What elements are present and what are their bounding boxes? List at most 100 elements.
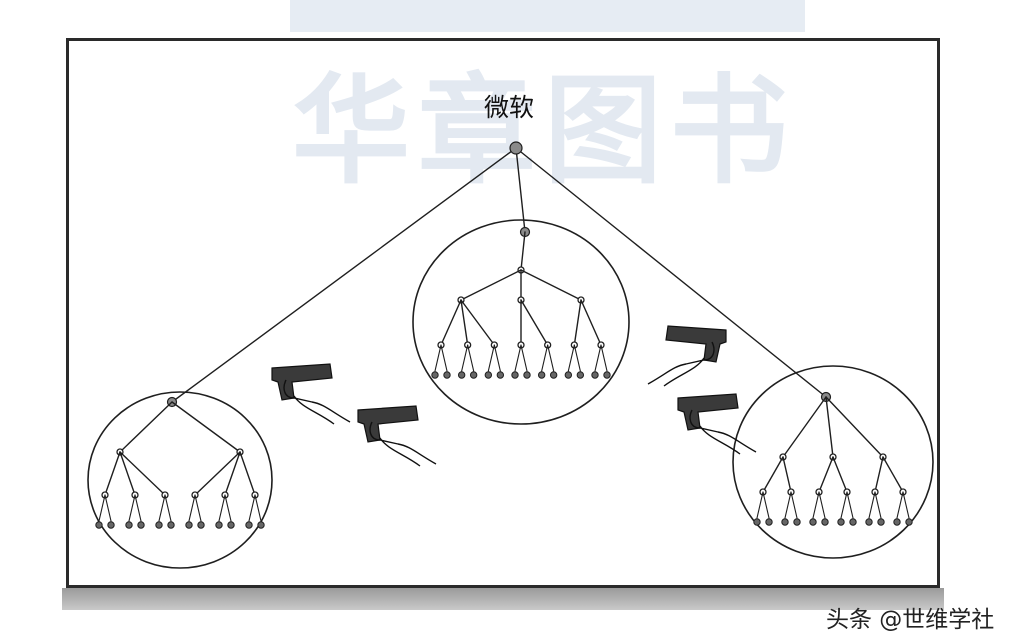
leaf-member-left	[227, 521, 235, 529]
leaf-member-right	[793, 518, 801, 526]
leaf-member-center	[523, 371, 531, 379]
tree-link-right	[832, 456, 848, 493]
leaf-link-right	[762, 491, 770, 519]
leaf-link-left	[134, 494, 142, 522]
tree-link-left	[194, 451, 241, 496]
tree-link-center	[520, 269, 582, 301]
leaf-member-right	[781, 518, 789, 526]
leaf-link-right	[818, 491, 826, 519]
tree-link-left	[224, 451, 241, 496]
leaf-member-center	[443, 371, 451, 379]
tree-link-center	[580, 299, 602, 346]
root-node	[509, 141, 523, 155]
tree-link-left	[119, 401, 173, 453]
leaf-link-right	[756, 491, 764, 519]
leaf-member-center	[496, 371, 505, 379]
watermark: 华章图书	[292, 62, 797, 200]
tree-link-center	[460, 299, 469, 346]
leaf-member-left	[197, 521, 205, 529]
tree-link-center	[573, 299, 582, 346]
leaf-link-center	[487, 344, 495, 372]
leaf-link-right	[846, 491, 854, 519]
tree-link-left	[239, 451, 256, 496]
leaf-link-center	[461, 344, 469, 372]
leaf-link-right	[868, 491, 876, 519]
unit-circle-left	[87, 391, 273, 569]
gun-hand-right	[677, 393, 757, 455]
tree-link-center	[460, 269, 522, 301]
leaf-member-left	[185, 521, 193, 529]
leaf-link-center	[467, 344, 475, 372]
leaf-link-right	[840, 491, 848, 519]
leaf-link-left	[254, 494, 262, 522]
tree-link-right	[825, 396, 834, 458]
leaf-member-center	[511, 371, 519, 379]
link-root-left	[171, 147, 517, 403]
root-label: 微软	[484, 93, 535, 122]
leaf-member-left	[257, 521, 265, 529]
leaf-link-left	[218, 494, 226, 522]
leaf-member-left	[95, 521, 103, 529]
leaf-link-right	[902, 491, 910, 519]
leaf-link-right	[790, 491, 798, 519]
link-root-right	[515, 147, 827, 398]
leaf-member-right	[809, 518, 817, 526]
gun-hand-center-left	[357, 405, 437, 467]
leaf-link-center	[547, 344, 555, 372]
leaf-link-center	[520, 344, 528, 372]
leaf-link-left	[158, 494, 166, 522]
gun-hand-center-right	[647, 325, 727, 387]
leaf-link-right	[812, 491, 820, 519]
leaf-link-center	[440, 344, 448, 372]
leaf-member-right	[821, 518, 829, 526]
leaf-member-right	[877, 518, 885, 526]
leaf-member-center	[549, 371, 558, 379]
leaf-member-right	[837, 518, 845, 526]
leaf-link-left	[164, 494, 172, 522]
leaf-member-center	[484, 371, 493, 379]
tree-link-center	[440, 299, 462, 346]
leaf-link-right	[896, 491, 904, 519]
tree-link-right	[874, 456, 884, 493]
tree-link-left	[119, 451, 166, 496]
leaf-link-left	[188, 494, 196, 522]
leaf-member-left	[155, 521, 163, 529]
leaf-member-right	[753, 518, 761, 526]
leaf-member-left	[137, 521, 145, 529]
gun-hand-left	[271, 363, 351, 425]
leaf-member-left	[245, 521, 253, 529]
leaf-member-center	[537, 371, 546, 379]
leaf-link-left	[128, 494, 136, 522]
tree-link-right	[762, 456, 784, 493]
leaf-member-center	[576, 371, 585, 379]
leaf-link-left	[194, 494, 202, 522]
leaf-member-right	[849, 518, 857, 526]
leaf-link-center	[434, 344, 442, 372]
leaf-link-center	[514, 344, 522, 372]
leaf-link-center	[594, 344, 602, 372]
tree-link-center	[520, 231, 526, 271]
leaf-member-right	[865, 518, 873, 526]
unit-circle-right	[732, 365, 934, 559]
leaf-link-center	[493, 344, 501, 372]
leaf-member-left	[125, 521, 133, 529]
leaf-member-center	[603, 371, 611, 379]
tree-link-right	[782, 456, 792, 493]
leaf-member-center	[431, 371, 439, 379]
leaf-link-right	[874, 491, 882, 519]
leaf-member-center	[469, 371, 478, 379]
leaf-member-right	[893, 518, 901, 526]
leaf-member-left	[167, 521, 175, 529]
tree-link-right	[882, 456, 904, 493]
leaf-member-right	[765, 518, 773, 526]
leaf-link-center	[600, 344, 608, 372]
frame-shadow	[62, 588, 944, 610]
leaf-link-center	[573, 344, 581, 372]
leaf-member-left	[215, 521, 223, 529]
tree-link-right	[825, 396, 884, 458]
leaf-link-left	[98, 494, 106, 522]
leaf-member-center	[564, 371, 573, 379]
leaf-link-center	[541, 344, 549, 372]
tree-link-center	[520, 299, 549, 346]
